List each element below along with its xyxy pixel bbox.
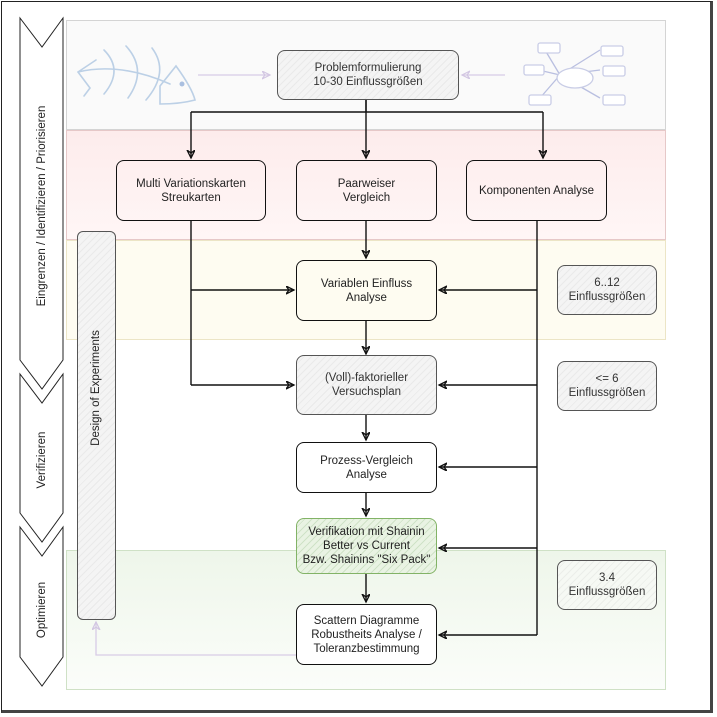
- design-of-experiments-label: Design of Experiments: [90, 330, 102, 446]
- mind-map-icon: [523, 42, 626, 106]
- phase-label-narrow: Eingrenzen / Identifizieren / Priorisier…: [36, 105, 48, 307]
- node-variable-influence[interactable]: Variablen Einfluss Analyse: [296, 260, 437, 321]
- count-box-3-4: 3.4 Einflussgrößen: [557, 560, 657, 610]
- phase-arrow-narrow: [19, 16, 64, 390]
- phase-label-optimize: Optimieren: [36, 581, 48, 639]
- count-box-6-12: 6..12 Einflussgrößen: [557, 265, 657, 315]
- node-problem-formulation[interactable]: Problemformulierung 10-30 Einflussgrößen: [277, 50, 459, 100]
- phase-arrow-verify: [19, 372, 64, 543]
- node-paired-comparison[interactable]: Paarweiser Vergleich: [296, 160, 437, 221]
- fishbone-diagram-icon: [77, 45, 196, 105]
- phase-arrow-optimize: [19, 525, 64, 687]
- node-shainin-verification[interactable]: Verifikation mit Shainin Better vs Curre…: [296, 518, 437, 574]
- node-factorial-design[interactable]: (Voll)-faktorieller Versuchsplan: [296, 355, 437, 415]
- phase-label-verify: Verifizieren: [36, 431, 48, 489]
- node-scatter-diagrams[interactable]: Scattern Diagramme Robustheits Analyse /…: [296, 604, 437, 665]
- node-component-analysis[interactable]: Komponenten Analyse: [466, 160, 607, 221]
- node-multi-variation-charts[interactable]: Multi Variationskarten Streukarten: [116, 160, 266, 221]
- design-of-experiments-bar[interactable]: [77, 231, 116, 620]
- node-process-comparison[interactable]: Prozess-Vergleich Analyse: [296, 442, 437, 493]
- count-box-le-6: <= 6 Einflussgrößen: [557, 361, 657, 411]
